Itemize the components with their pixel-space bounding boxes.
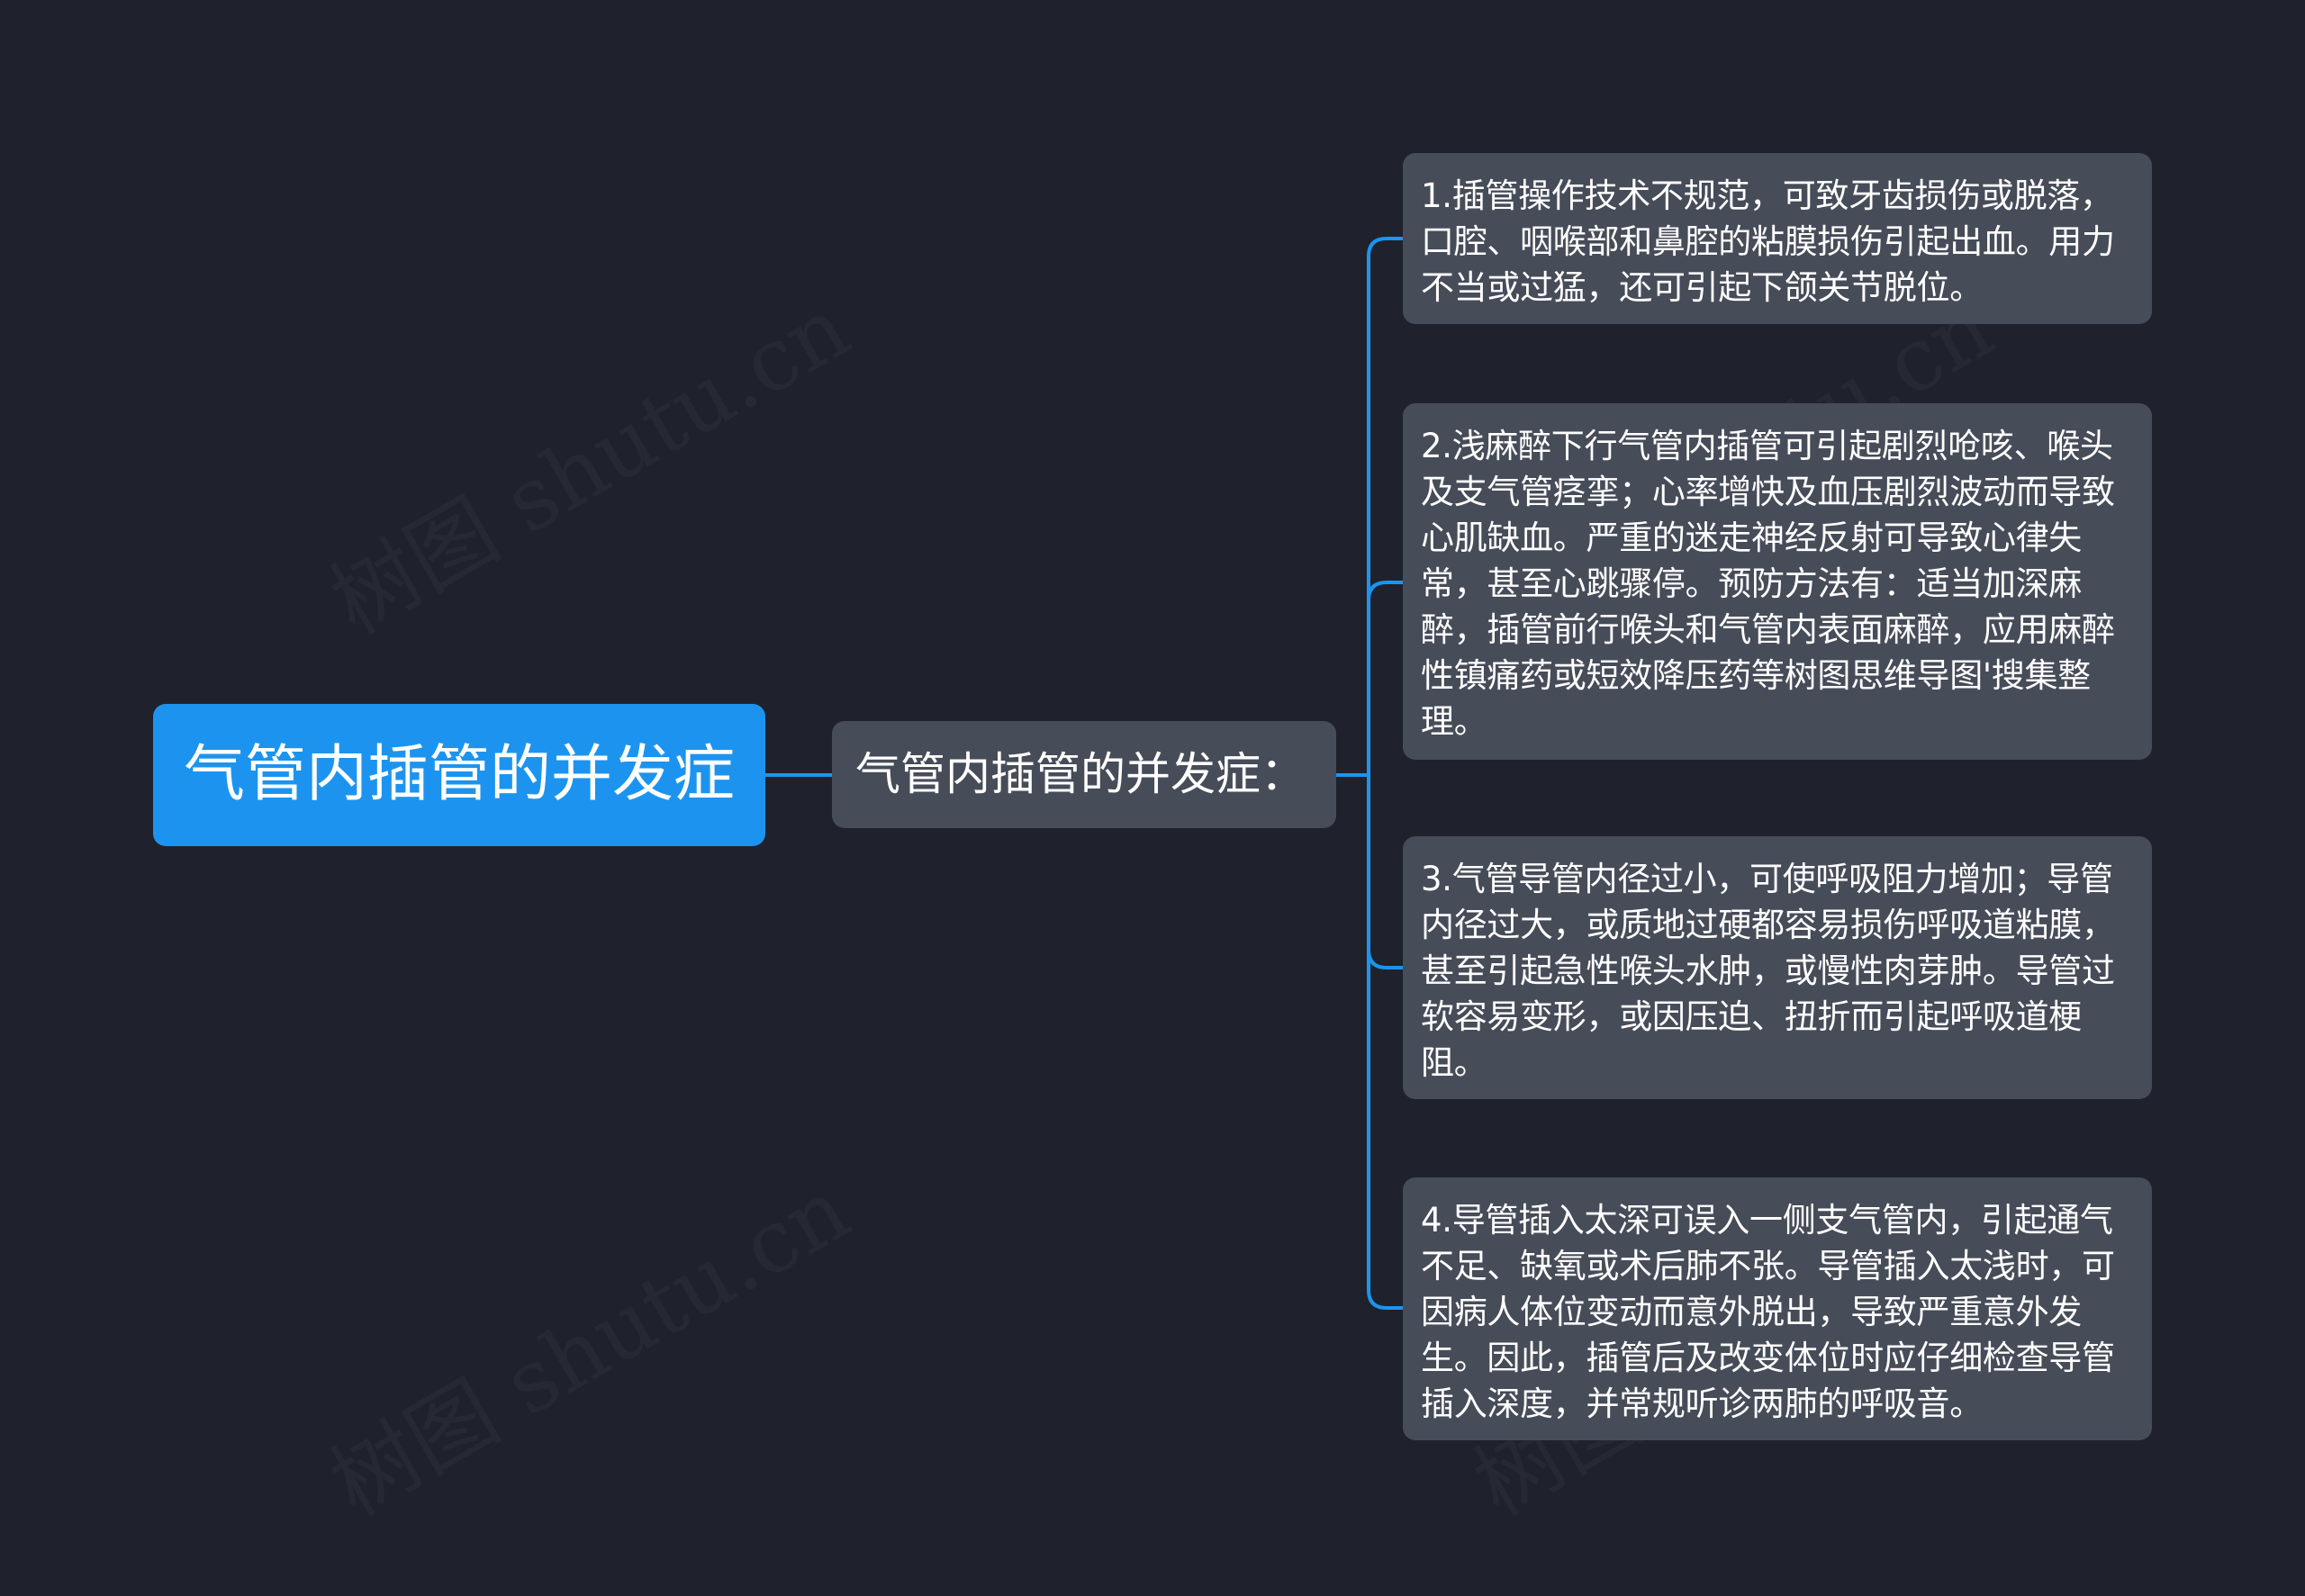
trunk-connector (1367, 237, 1403, 1310)
leaf-topic-text: 3.气管导管内径过小，可使呼吸阻力增加；导管内径过大，或质地过硬都容易损伤呼吸道… (1421, 860, 2115, 1082)
leaf-3-connector (1367, 949, 1403, 969)
leaf-topic-text: 2.浅麻醉下行气管内插管可引起剧烈呛咳、喉头及支气管痉挛；心率增快及血压剧烈波动… (1421, 427, 2115, 741)
leaf-2-connector (1367, 581, 1403, 601)
leaf-topic-text: 1.插管操作技术不规范，可致牙齿损伤或脱落，口腔、咽喉部和鼻腔的粘膜损伤引起出血… (1421, 176, 2115, 307)
leaf-topic-node-1[interactable]: 1.插管操作技术不规范，可致牙齿损伤或脱落，口腔、咽喉部和鼻腔的粘膜损伤引起出血… (1403, 153, 2152, 324)
leaf-topic-node-2[interactable]: 2.浅麻醉下行气管内插管可引起剧烈呛咳、喉头及支气管痉挛；心率增快及血压剧烈波动… (1403, 403, 2152, 760)
root-topic-label: 气管内插管的并发症 (183, 739, 735, 810)
root-topic-node[interactable]: 气管内插管的并发症 (153, 704, 765, 846)
branch-topic-label: 气管内插管的并发症： (855, 748, 1306, 800)
leaf-topic-text: 4.导管插入太深可误入一侧支气管内，引起通气不足、缺氧或术后肺不张。导管插入太浅… (1421, 1201, 2115, 1423)
leaf-topic-node-3[interactable]: 3.气管导管内径过小，可使呼吸阻力增加；导管内径过大，或质地过硬都容易损伤呼吸道… (1403, 836, 2152, 1099)
leaf-topic-node-4[interactable]: 4.导管插入太深可误入一侧支气管内，引起通气不足、缺氧或术后肺不张。导管插入太浅… (1403, 1177, 2152, 1440)
branch-topic-node[interactable]: 气管内插管的并发症： (832, 721, 1336, 828)
